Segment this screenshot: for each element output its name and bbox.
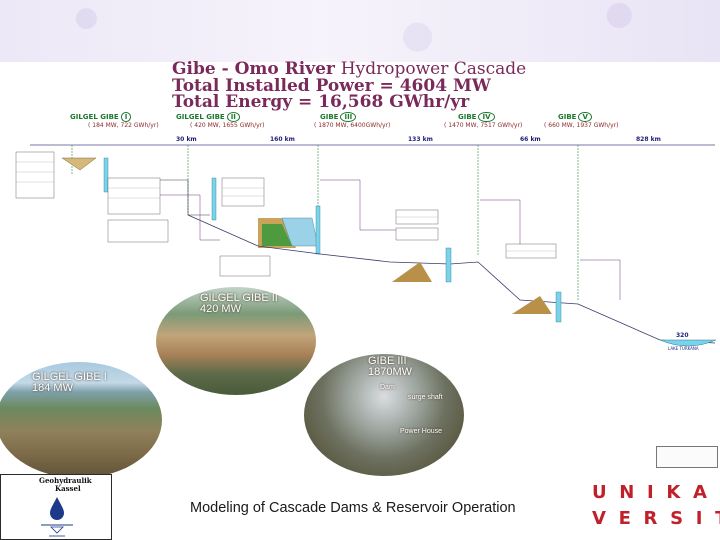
water-drop-icon (41, 497, 73, 537)
distance-label: 160 km (270, 136, 295, 143)
university-logo-line-1: U N I K A S S E L (592, 482, 720, 503)
dam-gibe-4 (392, 262, 432, 282)
station-number: II (226, 112, 240, 122)
cascade-profile-diagram: 320 LAKE TURKANA (15, 144, 717, 351)
photo-label-surge-shaft: surge shaft (408, 394, 443, 401)
penstock-gibe-5 (555, 291, 562, 323)
photo-caption-title: GIBE III (368, 355, 407, 367)
data-tables (15, 151, 557, 277)
title-river: Gibe - Omo River (172, 59, 335, 79)
station-name: GIBE (320, 113, 339, 121)
lake-turkana (659, 339, 717, 347)
photo-caption-capacity: 184 MW (32, 382, 73, 394)
station-capacity: ( 660 MW, 1937 GWh/yr) (544, 122, 619, 129)
station-number: V (578, 112, 592, 122)
station-capacity: ( 420 MW, 1655 GWh/yr) (190, 122, 265, 129)
photo-label-power-house: Power House (400, 428, 443, 435)
photo-caption-title: GILGEL GIBE II (200, 292, 278, 304)
station-capacity: ( 184 MW, 722 GWh/yr) (88, 122, 159, 129)
distance-label: 133 km (408, 136, 433, 143)
photo-caption-title: GILGEL GIBE I (32, 371, 107, 383)
university-name-1: U N I K A S S E L (592, 482, 720, 503)
university-name-2: V E R S I T Ä T (592, 508, 720, 529)
logo-line-2: Kassel (55, 484, 81, 493)
diagram-title: Gibe - Omo River Hydropower Cascade (172, 61, 526, 78)
diagram-legend (656, 446, 718, 468)
photo-gilgel-gibe-2: GILGEL GIBE II 420 MW (156, 287, 316, 395)
photo-gilgel-gibe-1: GILGEL GIBE I 184 MW (0, 362, 162, 478)
photo-caption-capacity: 420 MW (200, 303, 241, 315)
station-number: III (340, 112, 357, 122)
station-name: GILGEL GIBE (176, 113, 225, 121)
penstock-gilgel-gibe-2 (211, 177, 217, 221)
penstock-gilgel-gibe-1 (103, 157, 109, 193)
geohydraulik-logo: Geohydraulik Kassel (0, 474, 112, 540)
station-name: GIBE (558, 113, 577, 121)
station-number: IV (478, 112, 495, 122)
title-cascade: Hydropower Cascade (340, 59, 527, 79)
photo-caption-capacity: 1870MW (368, 366, 413, 378)
station-number: I (120, 112, 132, 122)
reservoir-gilgel-gibe-1 (61, 157, 97, 171)
distance-label: 66 km (520, 136, 541, 143)
distance-label: 30 km (176, 136, 197, 143)
station-name: GILGEL GIBE (70, 113, 119, 121)
lake-name: LAKE TURKANA (668, 346, 699, 351)
photo-gibe-3: GIBE III 1870MW Dam surge shaft Power Ho… (304, 354, 464, 476)
tunnel-lines (160, 179, 621, 300)
lake-level: 320 (676, 332, 689, 339)
penstock-gibe-3 (315, 205, 321, 255)
header-band (0, 0, 720, 62)
slide-footer-title: Modeling of Cascade Dams & Reservoir Ope… (190, 500, 516, 516)
dam-gibe-3-core (262, 224, 292, 246)
total-power: Total Installed Power = 4604 MW (172, 76, 491, 96)
logo-line-1: Geohydraulik (39, 476, 92, 485)
total-energy: Total Energy = 16,568 GWhr/yr (172, 92, 470, 112)
photo-label-dam: Dam (380, 384, 395, 391)
station-capacity: ( 1870 MW, 6400GWh/yr) (314, 122, 391, 129)
table-rules (16, 161, 556, 252)
distance-label: 828 km (636, 136, 661, 143)
station-name: GIBE (458, 113, 477, 121)
station-capacity: ( 1470 MW, 7517 GWh/yr) (444, 122, 523, 129)
dam-gibe-5 (512, 296, 552, 314)
university-logo-line-2: V E R S I T Ä T (592, 508, 720, 529)
river-profile (187, 214, 716, 344)
penstock-gibe-4 (445, 247, 452, 283)
